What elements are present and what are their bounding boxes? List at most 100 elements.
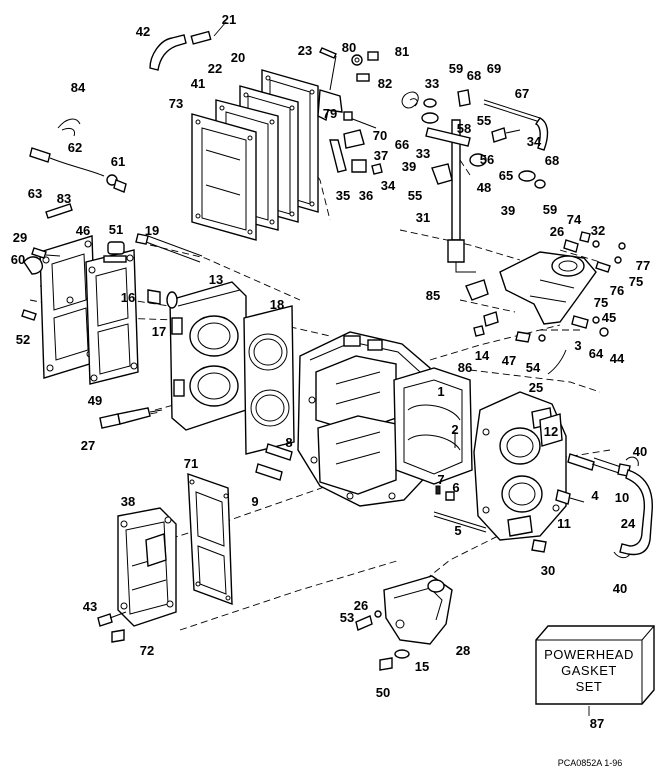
callout-62: 62 xyxy=(68,140,82,155)
cylinder-block xyxy=(297,331,473,507)
callout-82: 82 xyxy=(378,76,392,91)
callout-86: 86 xyxy=(458,360,472,375)
callout-49: 49 xyxy=(88,393,102,408)
callout-40b: 40 xyxy=(613,581,627,596)
callout-47: 47 xyxy=(502,353,516,368)
bracket-28 xyxy=(383,575,453,645)
gasket-71 xyxy=(187,472,233,606)
callout-56: 56 xyxy=(480,152,494,167)
callout-37: 37 xyxy=(374,148,388,163)
callout-58: 58 xyxy=(457,121,471,136)
head-gasket-18 xyxy=(243,305,295,455)
callout-33b: 33 xyxy=(416,146,430,161)
hardware-77-75-76 xyxy=(595,242,626,273)
callout-59: 59 xyxy=(449,61,463,76)
clip-84 xyxy=(57,118,81,137)
callout-31: 31 xyxy=(416,210,430,225)
callout-18: 18 xyxy=(270,297,284,312)
callout-19: 19 xyxy=(145,223,159,238)
figure-code: PCA0852A 1-96 xyxy=(558,758,623,768)
callout-10: 10 xyxy=(615,490,629,505)
callout-68b: 68 xyxy=(545,153,559,168)
callout-15: 15 xyxy=(415,659,429,674)
crankcase-1 xyxy=(473,391,567,541)
nut-80 xyxy=(351,54,363,66)
dowel-8 xyxy=(265,443,293,461)
dowel-9 xyxy=(255,463,283,481)
bolt-4 xyxy=(567,453,595,471)
callout-83: 83 xyxy=(57,191,71,206)
callout-38: 38 xyxy=(121,494,135,509)
screw-72 xyxy=(111,629,125,643)
thermostat-51 xyxy=(103,241,127,263)
gasket-49 xyxy=(85,249,139,385)
callout-65: 65 xyxy=(499,168,513,183)
callout-2: 2 xyxy=(451,422,458,437)
screw-43 xyxy=(97,611,127,627)
sensor-61 xyxy=(106,174,127,193)
callout-59b: 59 xyxy=(543,202,557,217)
callout-55: 55 xyxy=(477,113,491,128)
callout-44: 44 xyxy=(610,351,625,366)
callout-79: 79 xyxy=(323,106,337,121)
hardware-14-86 xyxy=(473,311,499,337)
bolt-19 xyxy=(135,233,203,263)
callout-73: 73 xyxy=(169,96,183,111)
hose-42 xyxy=(149,34,187,71)
callout-75b: 75 xyxy=(594,295,608,310)
callout-11: 11 xyxy=(557,516,571,531)
parts-65-59 xyxy=(518,170,546,189)
callout-63: 63 xyxy=(28,186,42,201)
clamp-40 xyxy=(613,456,639,559)
screw-30 xyxy=(531,539,547,553)
callout-6: 6 xyxy=(452,480,459,495)
callout-55b: 55 xyxy=(408,188,422,203)
callout-46: 46 xyxy=(76,223,90,238)
callout-61: 61 xyxy=(111,154,125,169)
callout-50: 50 xyxy=(376,685,390,700)
bolts-12 xyxy=(539,413,563,447)
callout-69: 69 xyxy=(487,61,501,76)
callout-21: 21 xyxy=(222,12,236,27)
callout-32: 32 xyxy=(591,223,605,238)
hardware-26-53 xyxy=(355,610,382,631)
callout-66: 66 xyxy=(395,137,409,152)
callout-80: 80 xyxy=(342,40,356,55)
callout-76: 76 xyxy=(610,283,624,298)
callout-9: 9 xyxy=(251,494,258,509)
callout-24: 24 xyxy=(621,516,636,531)
callout-85: 85 xyxy=(426,288,440,303)
gasket-kit-box xyxy=(535,625,655,705)
callout-23: 23 xyxy=(298,43,312,58)
kit-label-line1: POWERHEAD xyxy=(544,647,634,662)
rod-5 xyxy=(433,511,487,533)
callout-64: 64 xyxy=(589,346,604,361)
screws-29-60-52 xyxy=(21,247,61,321)
throttle-shaft-31 xyxy=(425,119,476,273)
hose-24 xyxy=(619,469,653,556)
callout-33: 33 xyxy=(425,76,439,91)
callout-68: 68 xyxy=(467,68,481,83)
bolt-11 xyxy=(555,489,585,505)
clip-37 xyxy=(343,129,365,149)
callout-35: 35 xyxy=(336,188,350,203)
callout-3: 3 xyxy=(574,338,581,353)
callout-81: 81 xyxy=(395,44,409,59)
spring-66 xyxy=(401,91,419,109)
callout-26b: 26 xyxy=(354,598,368,613)
link-35-36 xyxy=(329,139,383,175)
callout-54: 54 xyxy=(526,360,541,375)
callout-41: 41 xyxy=(191,76,205,91)
callout-14: 14 xyxy=(475,348,490,363)
callout-72: 72 xyxy=(140,643,154,658)
hardware-47-54 xyxy=(515,331,546,343)
callout-5: 5 xyxy=(454,523,461,538)
bolt-10 xyxy=(591,457,631,477)
callout-71: 71 xyxy=(184,456,198,471)
kit-label-line2: GASKET xyxy=(561,663,617,678)
callout-26: 26 xyxy=(550,224,564,239)
plug-16-17 xyxy=(147,289,178,309)
callout-25: 25 xyxy=(529,380,543,395)
callout-77: 77 xyxy=(636,258,650,273)
